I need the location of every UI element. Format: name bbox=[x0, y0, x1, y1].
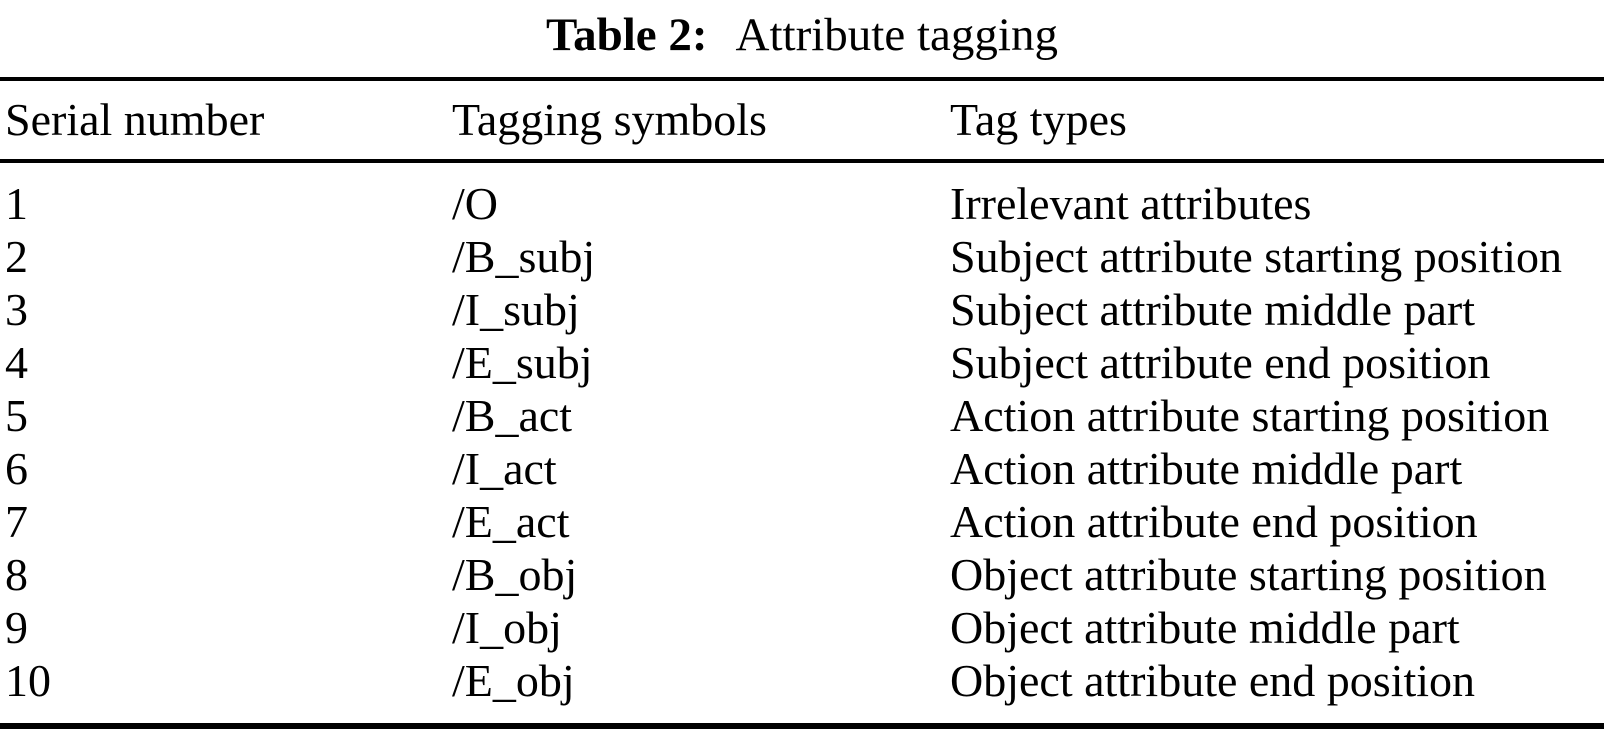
table-row: 9 /I_obj Object attribute middle part bbox=[0, 601, 1604, 654]
column-header-serial-number: Serial number bbox=[0, 79, 452, 163]
cell-tagging-symbol: /E_act bbox=[452, 496, 570, 547]
cell-tag-type: Object attribute starting position bbox=[950, 549, 1547, 600]
cell-tagging-symbol: /B_obj bbox=[452, 549, 578, 600]
cell-serial-number: 3 bbox=[5, 284, 28, 335]
table-row: 4 /E_subj Subject attribute end position bbox=[0, 336, 1604, 389]
cell-tagging-symbol: /E_obj bbox=[452, 655, 575, 706]
cell-serial-number: 10 bbox=[5, 655, 51, 706]
header-row: Serial number Tagging symbols Tag types bbox=[0, 79, 1604, 163]
cell-serial-number: 8 bbox=[5, 549, 28, 600]
cell-tag-type: Subject attribute end position bbox=[950, 337, 1491, 388]
cell-tag-type: Object attribute end position bbox=[950, 655, 1476, 706]
table-row: 3 /I_subj Subject attribute middle part bbox=[0, 283, 1604, 336]
table-row: 10 /E_obj Object attribute end position bbox=[0, 654, 1604, 726]
table-row: 2 /B_subj Subject attribute starting pos… bbox=[0, 230, 1604, 283]
table-row: 6 /I_act Action attribute middle part bbox=[0, 442, 1604, 495]
column-header-tagging-symbols: Tagging symbols bbox=[452, 79, 950, 163]
cell-serial-number: 9 bbox=[5, 602, 28, 653]
cell-tag-type: Action attribute end position bbox=[950, 496, 1478, 547]
cell-serial-number: 7 bbox=[5, 496, 28, 547]
cell-tagging-symbol: /E_subj bbox=[452, 337, 593, 388]
cell-serial-number: 1 bbox=[5, 178, 28, 229]
table-row: 5 /B_act Action attribute starting posit… bbox=[0, 389, 1604, 442]
cell-tagging-symbol: /I_subj bbox=[452, 284, 580, 335]
cell-tagging-symbol: /B_act bbox=[452, 390, 573, 441]
column-header-tag-types: Tag types bbox=[950, 79, 1604, 163]
cell-tagging-symbol: /B_subj bbox=[452, 231, 596, 282]
table-caption-label: Table 2: bbox=[546, 9, 708, 61]
table-row: 1 /O Irrelevant attributes bbox=[0, 161, 1604, 230]
cell-serial-number: 5 bbox=[5, 390, 28, 441]
cell-tagging-symbol: /I_obj bbox=[452, 602, 562, 653]
table-row: 7 /E_act Action attribute end position bbox=[0, 495, 1604, 548]
cell-tag-type: Object attribute middle part bbox=[950, 602, 1460, 653]
cell-tag-type: Action attribute starting position bbox=[950, 390, 1550, 441]
cell-tagging-symbol: /I_act bbox=[452, 443, 557, 494]
cell-tag-type: Subject attribute starting position bbox=[950, 231, 1562, 282]
cell-serial-number: 6 bbox=[5, 443, 28, 494]
cell-tagging-symbol: /O bbox=[452, 178, 498, 229]
cell-tag-type: Action attribute middle part bbox=[950, 443, 1463, 494]
table-caption-title: Attribute tagging bbox=[735, 9, 1058, 61]
cell-serial-number: 4 bbox=[5, 337, 28, 388]
table-caption: Table 2: Attribute tagging bbox=[0, 0, 1604, 62]
cell-tag-type: Subject attribute middle part bbox=[950, 284, 1476, 335]
cell-tag-type: Irrelevant attributes bbox=[950, 178, 1312, 229]
cell-serial-number: 2 bbox=[5, 231, 28, 282]
table-row: 8 /B_obj Object attribute starting posit… bbox=[0, 548, 1604, 601]
attribute-tagging-table: Serial number Tagging symbols Tag types … bbox=[0, 77, 1604, 729]
